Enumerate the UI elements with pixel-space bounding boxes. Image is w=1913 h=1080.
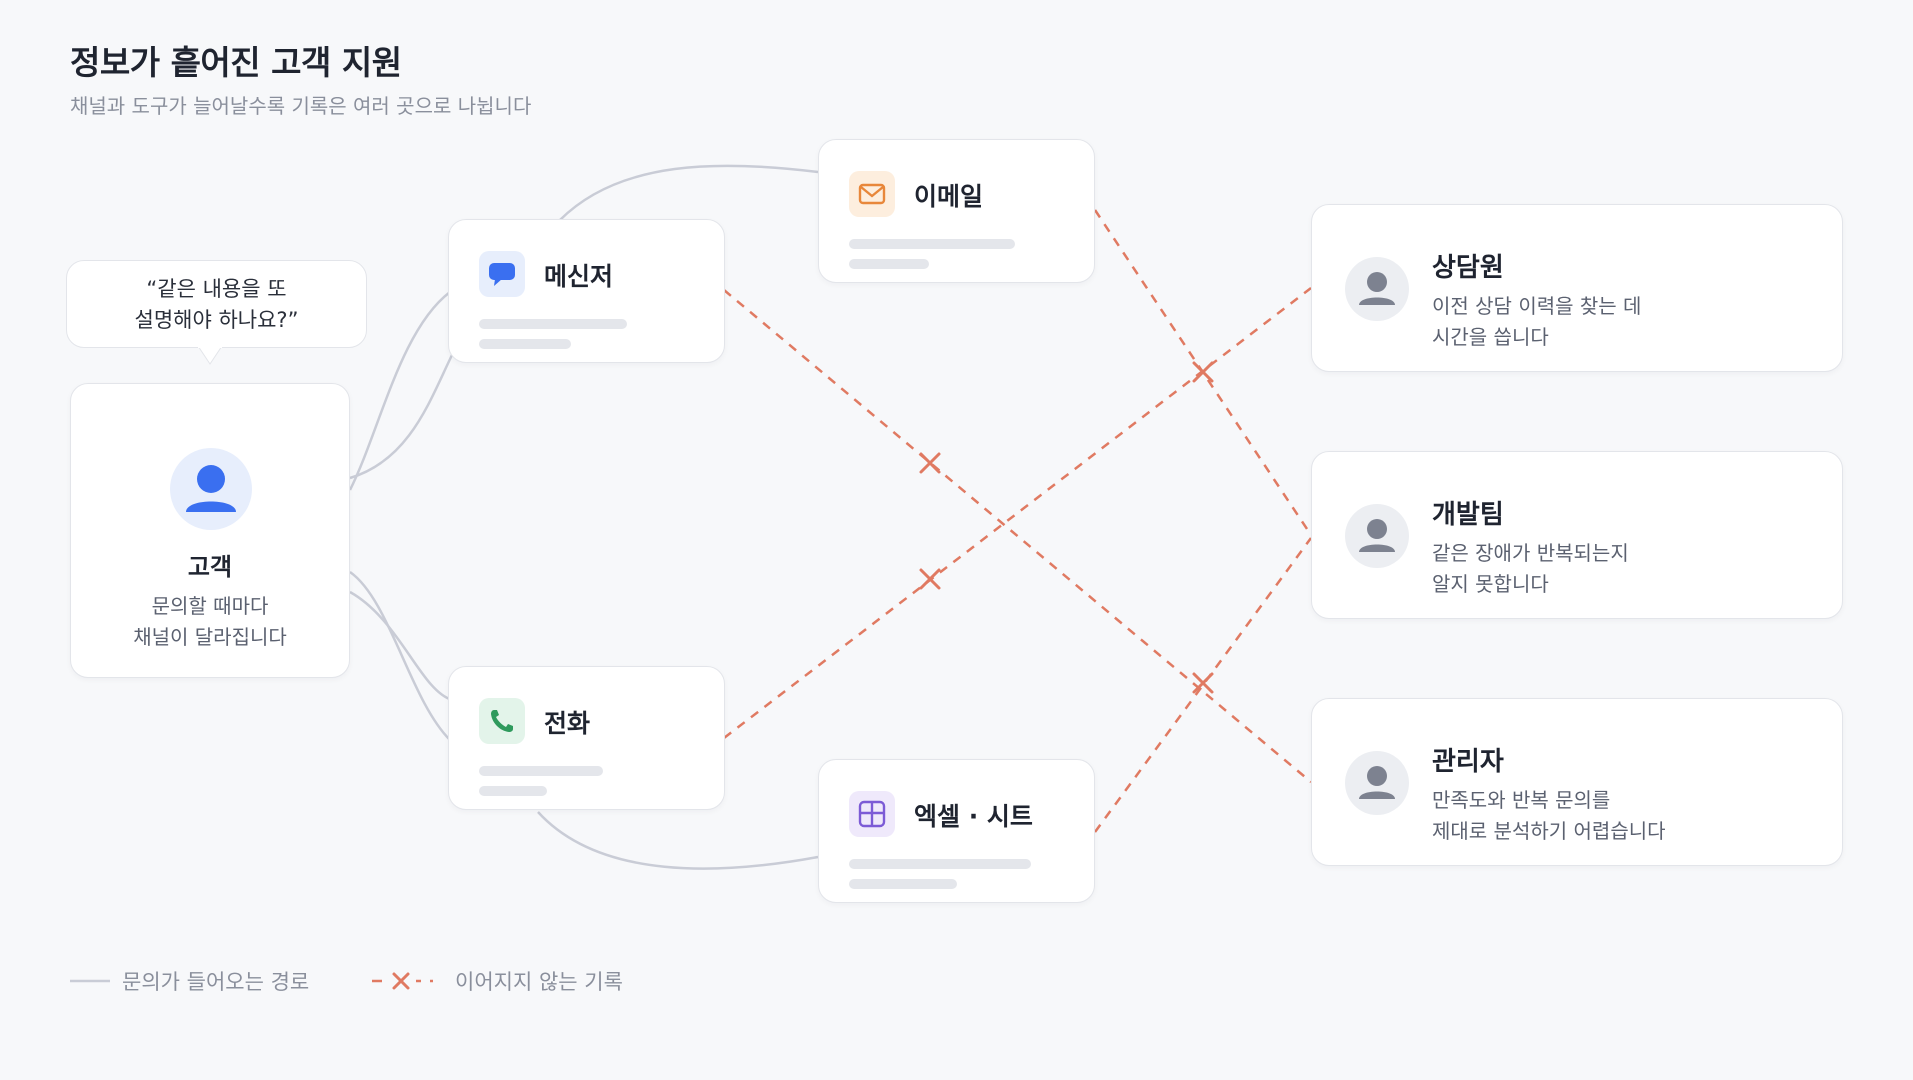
role-card-dev: 개발팀 같은 장애가 반복되는지 알지 못합니다: [1311, 451, 1843, 619]
channel-card-phone: 전화: [448, 666, 725, 810]
role-desc-agent: 이전 상담 이력을 찾는 데 시간을 씁니다: [1432, 291, 1641, 353]
role-desc-line-2: 제대로 분석하기 어렵습니다: [1432, 819, 1666, 843]
broken-x-mark: [919, 452, 941, 474]
channel-label-phone: 전화: [544, 709, 591, 738]
legend-solid-line-icon: [70, 979, 110, 983]
role-name-agent: 상담원: [1432, 253, 1504, 283]
role-desc-line-1: 이전 상담 이력을 찾는 데: [1432, 294, 1642, 318]
path-customer-messenger-1: [348, 291, 451, 491]
person-icon: [1345, 751, 1409, 815]
broken-messenger-admin: [723, 289, 1312, 783]
placeholder-bar: [479, 786, 547, 796]
path-messenger-email: [559, 164, 819, 221]
channel-card-email: 이메일: [818, 139, 1095, 283]
customer-desc-line-2: 채널이 달라집니다: [133, 625, 287, 649]
channel-label-email: 이메일: [914, 182, 984, 211]
placeholder-bar: [479, 339, 571, 349]
channel-card-sheet: 엑셀 · 시트: [818, 759, 1095, 903]
customer-name: 고객: [187, 553, 233, 581]
spreadsheet-icon: [849, 791, 895, 837]
placeholder-bar: [849, 859, 1031, 869]
path-phone-sheet: [537, 811, 819, 870]
chat-icon: [479, 251, 525, 297]
bubble-line-2: 설명해야 하나요?”: [134, 308, 299, 332]
placeholder-bar: [849, 259, 929, 269]
customer-card: 고객 문의할 때마다 채널이 달라집니다: [70, 383, 350, 678]
mail-icon: [849, 171, 895, 217]
role-card-agent: 상담원 이전 상담 이력을 찾는 데 시간을 씁니다: [1311, 204, 1843, 372]
customer-description: 문의할 때마다 채널이 달라집니다: [71, 591, 349, 653]
channel-card-messenger: 메신저: [448, 219, 725, 363]
path-customer-messenger-2: [349, 354, 454, 480]
person-icon: [1345, 257, 1409, 321]
role-desc-admin: 만족도와 반복 문의를 제대로 분석하기 어렵습니다: [1432, 785, 1666, 847]
legend-broken-label: 이어지지 않는 기록: [455, 970, 623, 994]
broken-x-mark: [1192, 361, 1214, 383]
channel-label-sheet: 엑셀 · 시트: [914, 802, 1033, 831]
user-icon: [170, 448, 252, 530]
role-name-admin: 관리자: [1432, 747, 1504, 777]
channel-label-messenger: 메신저: [544, 262, 614, 291]
role-desc-line-2: 알지 못합니다: [1432, 572, 1549, 596]
broken-phone-agent: [723, 287, 1312, 739]
placeholder-bar: [479, 766, 603, 776]
customer-desc-line-1: 문의할 때마다: [151, 594, 269, 618]
page-subtitle: 채널과 도구가 늘어날수록 기록은 여러 곳으로 나뉩니다: [70, 94, 532, 118]
role-desc-line-1: 같은 장애가 반복되는지: [1432, 541, 1629, 565]
customer-speech-bubble: “같은 내용을 또 설명해야 하나요?”: [66, 260, 367, 348]
person-icon: [1345, 504, 1409, 568]
bubble-line-1: “같은 내용을 또: [146, 277, 287, 301]
legend-broken-line-icon: [372, 972, 433, 990]
page-title: 정보가 흩어진 고객 지원: [70, 43, 402, 82]
bubble-tail: [198, 346, 222, 365]
role-card-admin: 관리자 만족도와 반복 문의를 제대로 분석하기 어렵습니다: [1311, 698, 1843, 866]
path-customer-phone-1: [349, 570, 451, 741]
placeholder-bar: [849, 879, 957, 889]
broken-x-mark: [919, 568, 941, 590]
phone-icon: [479, 698, 525, 744]
placeholder-bar: [479, 319, 627, 329]
path-customer-phone-2: [349, 590, 453, 702]
role-desc-line-1: 만족도와 반복 문의를: [1432, 788, 1611, 812]
placeholder-bar: [849, 239, 1015, 249]
role-name-dev: 개발팀: [1432, 500, 1504, 530]
legend-path-label: 문의가 들어오는 경로: [122, 970, 310, 994]
broken-x-mark: [1192, 672, 1214, 694]
role-desc-dev: 같은 장애가 반복되는지 알지 못합니다: [1432, 538, 1629, 600]
role-desc-line-2: 시간을 씁니다: [1432, 325, 1549, 349]
